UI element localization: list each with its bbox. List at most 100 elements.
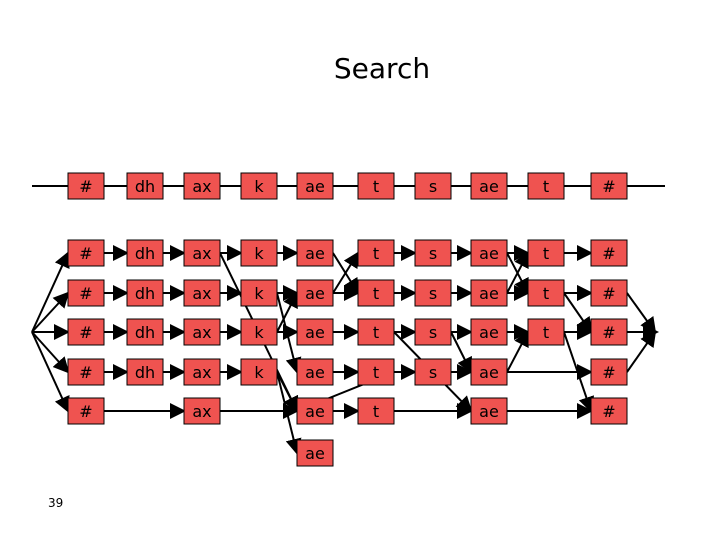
node-box <box>357 239 395 267</box>
node-label: dh <box>135 284 155 303</box>
lattice-node-r3-c7: ae <box>470 358 508 386</box>
node-label: # <box>602 177 615 196</box>
top-node-4: ae <box>296 172 334 200</box>
lattice-node-r1-c8: t <box>527 279 565 307</box>
node-label: t <box>373 323 379 342</box>
node-box <box>470 358 508 386</box>
node-label: ax <box>192 177 211 196</box>
node-box <box>67 397 105 425</box>
node-label: dh <box>135 323 155 342</box>
lattice-edge-46 <box>450 331 472 374</box>
node-label: ae <box>479 284 499 303</box>
exit-edge-1 <box>626 292 657 334</box>
node-box <box>296 397 334 425</box>
node-label: t <box>373 177 379 196</box>
node-box <box>414 358 452 386</box>
node-label: s <box>429 323 437 342</box>
node-box <box>470 172 508 200</box>
node-label: # <box>79 323 92 342</box>
node-label: k <box>254 363 264 382</box>
node-label: ae <box>305 284 325 303</box>
top-node-2: ax <box>183 172 221 200</box>
node-label: t <box>373 244 379 263</box>
lattice-node-r0-c2: ax <box>183 239 221 267</box>
node-box <box>240 239 278 267</box>
node-box <box>126 318 164 346</box>
node-label: k <box>254 244 264 263</box>
lattice-node-r2-c4: ae <box>296 318 334 346</box>
node-box <box>590 239 628 267</box>
entry-edge-0 <box>31 251 70 333</box>
lattice-node-r4-c7: ae <box>470 397 508 425</box>
lattice-node-r5-c4: ae <box>296 439 334 467</box>
lattice-node-r2-c9: # <box>590 318 628 346</box>
lattice-node-r2-c2: ax <box>183 318 221 346</box>
node-box <box>527 318 565 346</box>
node-box <box>357 172 395 200</box>
lattice-node-r4-c0: # <box>67 397 105 425</box>
lattice-node-r2-c7: ae <box>470 318 508 346</box>
lattice-node-r1-c9: # <box>590 279 628 307</box>
node-box <box>527 172 565 200</box>
lattice-node-r1-c5: t <box>357 279 395 307</box>
lattice-edge-40 <box>276 292 302 374</box>
lattice-edge-44 <box>276 371 302 455</box>
node-box <box>470 318 508 346</box>
node-box <box>240 172 278 200</box>
exit-edge-3 <box>626 330 657 373</box>
node-box <box>126 239 164 267</box>
node-box <box>590 397 628 425</box>
node-label: dh <box>135 363 155 382</box>
node-label: ae <box>479 363 499 382</box>
lattice-edge-52 <box>506 252 529 295</box>
lattice-edge-37 <box>332 251 360 294</box>
node-box <box>527 239 565 267</box>
lattice-node-r3-c1: dh <box>126 358 164 386</box>
entry-edge-1 <box>31 291 70 333</box>
node-box <box>357 358 395 386</box>
node-label: # <box>79 402 92 421</box>
node-box <box>67 172 105 200</box>
node-label: # <box>79 244 92 263</box>
node-box <box>183 318 221 346</box>
page-number: 39 <box>48 496 64 510</box>
top-node-7: ae <box>470 172 508 200</box>
node-label: k <box>254 177 264 196</box>
node-label: ae <box>479 323 499 342</box>
lattice-edge-54 <box>563 292 593 334</box>
node-label: ae <box>305 363 325 382</box>
node-label: # <box>602 402 615 421</box>
node-box <box>590 358 628 386</box>
top-node-8: t <box>527 172 565 200</box>
lattice-node-r0-c5: t <box>357 239 395 267</box>
node-label: ae <box>305 444 325 463</box>
node-label: dh <box>135 244 155 263</box>
entry-edge-4 <box>31 331 70 413</box>
lattice-node-r2-c1: dh <box>126 318 164 346</box>
lattice-node-r3-c3: k <box>240 358 278 386</box>
node-label: t <box>543 284 549 303</box>
node-box <box>126 358 164 386</box>
node-box <box>67 318 105 346</box>
lattice-node-r1-c6: s <box>414 279 452 307</box>
node-box <box>183 279 221 307</box>
node-label: t <box>373 284 379 303</box>
node-label: ae <box>305 244 325 263</box>
node-label: s <box>429 284 437 303</box>
lattice-node-r1-c7: ae <box>470 279 508 307</box>
lattice-node-r3-c9: # <box>590 358 628 386</box>
node-label: ae <box>305 402 325 421</box>
lattice-node-r3-c2: ax <box>183 358 221 386</box>
top-node-5: t <box>357 172 395 200</box>
top-node-1: dh <box>126 172 164 200</box>
lattice-node-r1-c0: # <box>67 279 105 307</box>
node-label: ae <box>479 177 499 196</box>
lattice-node-r4-c5: t <box>357 397 395 425</box>
lattice-node-r2-c6: s <box>414 318 452 346</box>
node-box <box>296 239 334 267</box>
lattice-node-r0-c0: # <box>67 239 105 267</box>
lattice-node-r0-c4: ae <box>296 239 334 267</box>
node-box <box>67 358 105 386</box>
top-node-6: s <box>414 172 452 200</box>
node-box <box>414 318 452 346</box>
